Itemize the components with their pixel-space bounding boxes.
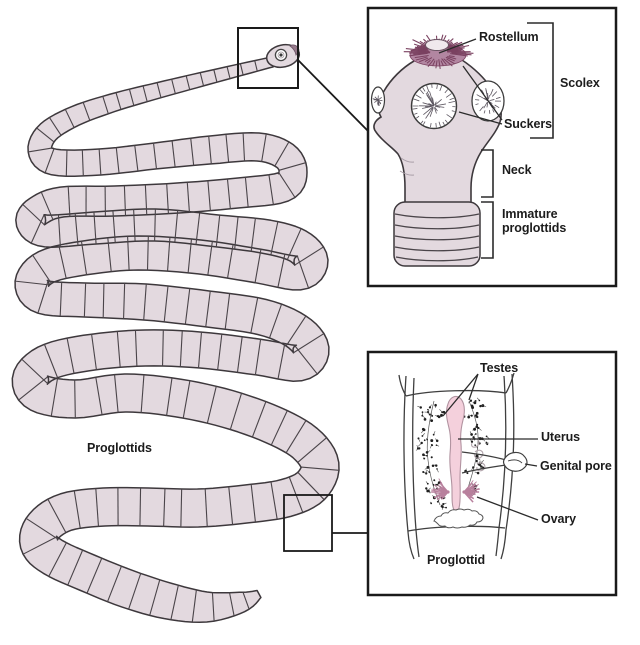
caption-proglottid: Proglottid <box>427 553 486 567</box>
label-immature-proglottids: Immature proglottids <box>502 207 566 235</box>
leader-testes <box>442 373 479 417</box>
label-immature-line1: Immature <box>502 207 558 221</box>
head-callout-box <box>237 27 299 89</box>
scolex-bracket <box>527 22 554 139</box>
proglottid-inset <box>366 350 618 597</box>
callout-line-scolex <box>297 59 369 132</box>
leader-genital-pore <box>524 463 538 467</box>
label-immature-line2: proglottids <box>502 221 567 235</box>
worm-head <box>265 43 301 69</box>
uterus-shape <box>445 395 465 513</box>
worm-body <box>11 56 340 624</box>
testes-stipple-left <box>415 400 448 510</box>
rostellum-crown <box>403 34 474 69</box>
label-proglottids: Proglottids <box>87 441 152 455</box>
label-scolex: Scolex <box>560 76 600 90</box>
leader-rostellum <box>438 38 477 54</box>
label-testes: Testes <box>480 361 519 375</box>
label-rostellum: Rostellum <box>479 30 539 44</box>
proglottid-callout-box <box>283 494 333 552</box>
sucker-main <box>410 82 458 130</box>
immature-proglottids-stack <box>393 201 481 267</box>
sucker-hatching <box>372 84 502 128</box>
proglottid-strip <box>398 372 515 560</box>
ovary-fan-right <box>462 480 480 503</box>
leader-suckers-upper <box>462 65 503 121</box>
label-genital-pore: Genital pore <box>540 459 612 473</box>
neck-bracket <box>481 149 494 198</box>
scolex-inset <box>366 6 618 288</box>
genital-pore-shape <box>461 451 528 474</box>
leader-ovary <box>476 496 539 521</box>
leader-suckers-lower <box>458 111 503 125</box>
vitelline-gland <box>433 508 484 529</box>
label-uterus: Uterus <box>541 430 580 444</box>
proglottid-inset-box <box>366 350 618 597</box>
label-neck: Neck <box>502 163 532 177</box>
label-ovary: Ovary <box>541 512 576 526</box>
ovary-fan-left <box>430 478 450 501</box>
strip-top-boundary <box>405 389 507 397</box>
immature-proglottids-bracket <box>481 201 494 259</box>
label-suckers: Suckers <box>504 117 552 131</box>
